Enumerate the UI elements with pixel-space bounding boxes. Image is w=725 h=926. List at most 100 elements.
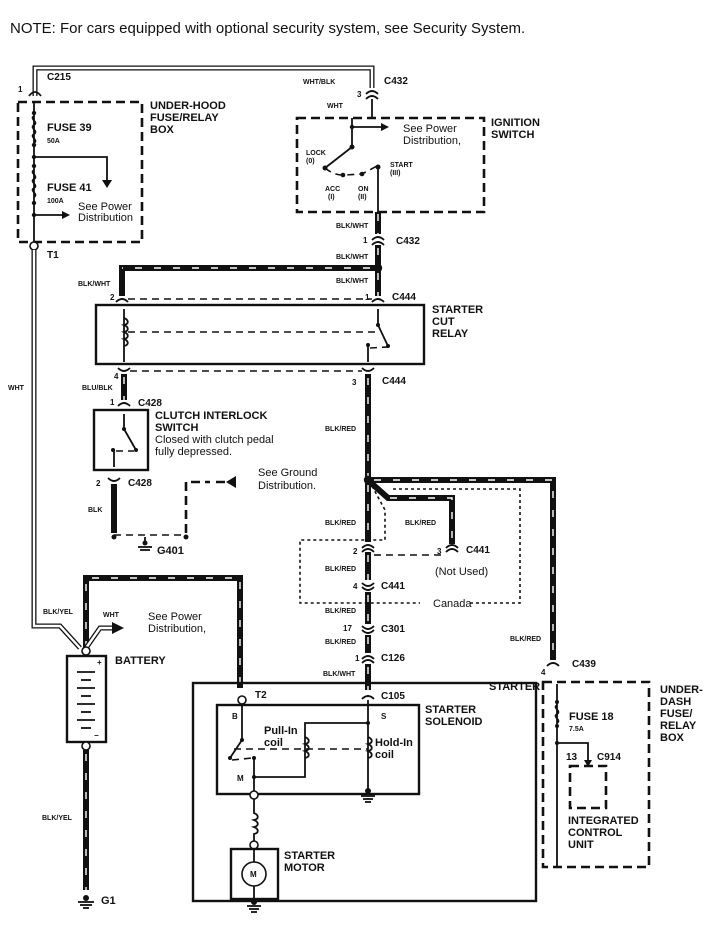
svg-text:BOX: BOX (660, 732, 685, 744)
svg-text:2: 2 (110, 293, 115, 302)
svg-text:FUSE 41: FUSE 41 (47, 182, 92, 194)
svg-text:See Power: See Power (403, 123, 457, 135)
svg-text:IGNITION: IGNITION (491, 117, 540, 129)
svg-text:B: B (232, 712, 238, 721)
svg-text:BLK/WHT: BLK/WHT (78, 281, 111, 288)
diagram-note: NOTE: For cars equipped with optional se… (10, 20, 526, 37)
svg-text:1: 1 (18, 85, 23, 94)
svg-text:CUT: CUT (432, 316, 455, 328)
wire-blu-blk: BLU/BLK 1 C428 (82, 374, 162, 409)
svg-text:4: 4 (541, 668, 546, 677)
svg-text:1: 1 (110, 398, 115, 407)
svg-text:BOX: BOX (150, 124, 175, 136)
svg-text:BLK/WHT: BLK/WHT (323, 671, 356, 678)
svg-text:BLK/RED: BLK/RED (325, 608, 356, 615)
svg-text:Pull-In: Pull-In (264, 725, 298, 737)
svg-text:C215: C215 (47, 72, 71, 83)
connector-c432-bottom: C432 (396, 236, 420, 247)
svg-text:WHT: WHT (327, 103, 344, 110)
svg-text:Distribution.: Distribution. (258, 480, 316, 492)
svg-text:T1: T1 (47, 250, 59, 261)
svg-text:+: + (97, 658, 102, 667)
svg-text:BLK/RED: BLK/RED (325, 566, 356, 573)
svg-text:3: 3 (352, 378, 357, 387)
svg-text:Canada: Canada (433, 598, 472, 610)
svg-text:(I): (I) (328, 194, 335, 201)
svg-text:BLK/WHT: BLK/WHT (336, 223, 369, 230)
svg-text:SOLENOID: SOLENOID (425, 716, 483, 728)
under-dash-fuse-relay-box: 4 C439 UNDER- DASH FUSE/ RELAY BOX FUSE … (541, 659, 703, 869)
svg-text:RELAY: RELAY (432, 328, 469, 340)
svg-text:INTEGRATED: INTEGRATED (568, 815, 639, 827)
svg-text:2: 2 (96, 479, 101, 488)
svg-text:1: 1 (365, 293, 370, 302)
svg-text:ON: ON (358, 186, 369, 193)
ground-icon (138, 537, 152, 551)
svg-text:START: START (390, 162, 414, 169)
svg-text:1: 1 (363, 236, 368, 245)
svg-text:−: − (94, 731, 99, 740)
svg-text:50A: 50A (47, 138, 60, 145)
wire-blk-red-lower: BLK/RED 17 C301 BLK/RED 1 C126 BLK/WHT C… (323, 592, 405, 702)
connector-c428-bottom: C428 (128, 478, 152, 489)
connector-c441-b: C441 (381, 581, 405, 592)
connector-c914: C914 (597, 752, 621, 763)
fuse-41-icon (31, 169, 37, 198)
svg-text:3: 3 (437, 547, 442, 556)
ground-icon-solenoid (361, 788, 375, 803)
svg-text:(0): (0) (306, 158, 315, 165)
under-hood-fuse-relay-box: UNDER-HOOD FUSE/RELAY BOX FUSE 39 50A FU… (16, 100, 226, 244)
battery: BLK/YEL WHT See Power Distribution, BATT… (42, 575, 243, 909)
fuse-39-icon (31, 115, 37, 144)
svg-text:FUSE/RELAY: FUSE/RELAY (150, 112, 219, 124)
svg-text:BLK/RED: BLK/RED (325, 426, 356, 433)
svg-text:WHT: WHT (103, 612, 120, 619)
connector-c105: C105 (381, 691, 405, 702)
svg-text:FUSE 18: FUSE 18 (569, 711, 614, 723)
svg-text:(II): (II) (358, 194, 367, 201)
ground-icon-motor (247, 899, 261, 913)
svg-text:See Power: See Power (148, 611, 202, 623)
svg-text:FUSE 39: FUSE 39 (47, 122, 92, 134)
svg-text:SWITCH: SWITCH (491, 129, 534, 141)
svg-text:3: 3 (357, 90, 362, 99)
starter: STARTER T2 STARTER SOLENOID B S M Pull-I… (191, 681, 540, 913)
starter-cut-relay: STARTER CUT RELAY (94, 303, 483, 366)
ignition-switch: IGNITION SWITCH See Power Distribution, … (295, 116, 540, 214)
hold-in-coil-icon (364, 736, 373, 759)
svg-text:UNDER-: UNDER- (660, 684, 703, 696)
svg-text:M: M (237, 774, 244, 783)
svg-text:(Not Used): (Not Used) (435, 566, 488, 578)
pull-in-coil-icon (301, 736, 310, 759)
svg-text:WHT/BLK: WHT/BLK (303, 79, 335, 86)
svg-text:C444: C444 (392, 292, 416, 303)
svg-text:Hold-In: Hold-In (375, 737, 413, 749)
wire-wht-top (32, 65, 375, 96)
svg-text:BLK/RED: BLK/RED (510, 636, 541, 643)
svg-text:17: 17 (343, 624, 352, 633)
svg-text:BLU/BLK: BLU/BLK (82, 385, 113, 392)
svg-text:13: 13 (566, 752, 578, 763)
svg-text:100A: 100A (47, 198, 64, 205)
svg-text:(III): (III) (390, 170, 401, 177)
field-coil-icon (250, 800, 259, 843)
connector-c126: C126 (381, 653, 405, 664)
svg-text:Distribution: Distribution (78, 212, 133, 224)
svg-text:STARTER: STARTER (432, 304, 483, 316)
svg-text:BLK/WHT: BLK/WHT (336, 254, 369, 261)
svg-text:G1: G1 (101, 895, 116, 907)
svg-text:4: 4 (353, 582, 358, 591)
connector-c428-top: C428 (138, 398, 162, 409)
svg-text:UNIT: UNIT (568, 839, 594, 851)
svg-text:7.5A: 7.5A (569, 726, 584, 733)
svg-text:LOCK: LOCK (306, 150, 326, 157)
svg-text:CONTROL: CONTROL (568, 827, 623, 839)
relay-coil-icon (120, 317, 129, 347)
svg-text:UNDER-HOOD: UNDER-HOOD (150, 100, 226, 112)
svg-text:FUSE/: FUSE/ (660, 708, 692, 720)
svg-text:WHT: WHT (8, 385, 25, 392)
svg-text:BLK/RED: BLK/RED (405, 520, 436, 527)
svg-text:BLK/RED: BLK/RED (325, 639, 356, 646)
svg-text:STARTER: STARTER (489, 681, 540, 693)
